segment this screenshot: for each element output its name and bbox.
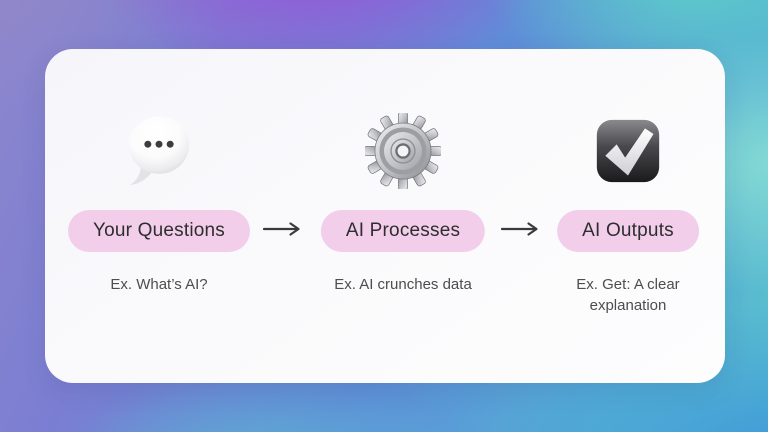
step-pill-ai-processes: AI Processes — [320, 210, 486, 252]
flow-step-ai-processes: AI Processes Ex. AI crunches data — [293, 49, 513, 383]
flow-step-ai-outputs: AI Outputs Ex. Get: A clear explanation — [518, 49, 738, 383]
arrow-right-icon — [262, 221, 302, 237]
step-example-ai-outputs: Ex. Get: A clear explanation — [576, 276, 680, 314]
gear-icon — [293, 111, 513, 191]
flow-step-your-questions: Your Questions Ex. What’s AI? — [49, 49, 269, 383]
speech-balloon-icon — [49, 111, 269, 191]
arrow-right-icon — [500, 221, 540, 237]
step-pill-ai-outputs: AI Outputs — [557, 210, 699, 252]
check-mark-button-icon — [518, 111, 738, 191]
step-example-ai-processes: Ex. AI crunches data — [334, 276, 472, 293]
step-example-your-questions: Ex. What’s AI? — [110, 276, 208, 293]
step-pill-your-questions: Your Questions — [67, 210, 251, 252]
flow-card: Your Questions Ex. What’s AI? — [45, 49, 725, 383]
